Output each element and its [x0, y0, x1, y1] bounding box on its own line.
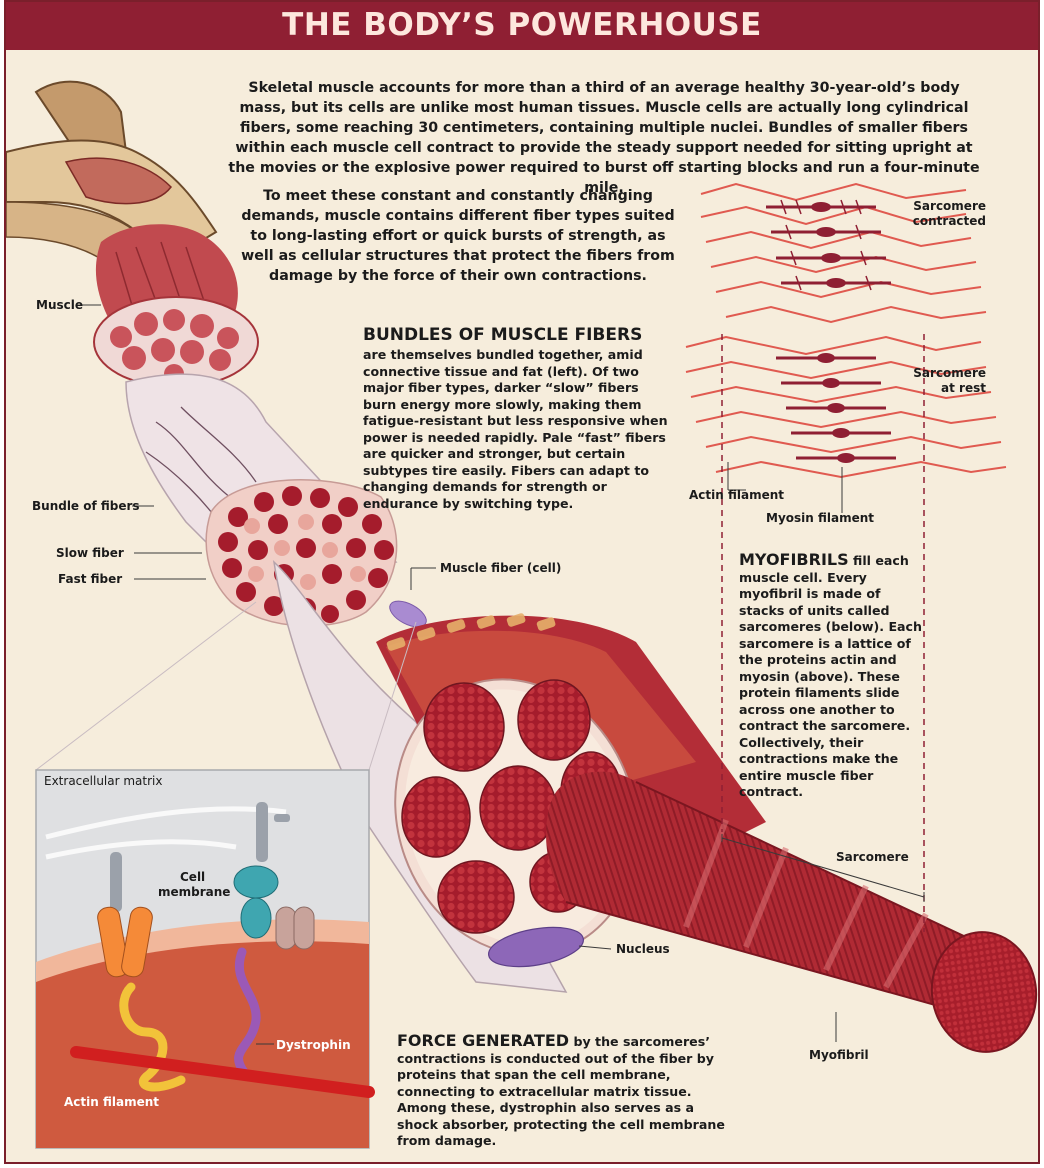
label-muscle-fiber-cell: Muscle fiber (cell): [440, 561, 562, 575]
receptor-teal: [233, 865, 279, 939]
label-nucleus: Nucleus: [616, 942, 670, 956]
yellow-linker: [119, 982, 186, 1092]
label-sarcomere-rest-1: Sarcomere: [913, 366, 986, 380]
nucleus: [488, 926, 584, 968]
sarcomere-guides: [721, 334, 925, 932]
sarcomere-contracted: [700, 182, 987, 324]
bundle-of-fibers: [205, 479, 398, 627]
bundles-body: are themselves bundled together, amid co…: [363, 347, 668, 511]
intro-paragraph-2: To meet these constant and constantly ch…: [241, 188, 675, 284]
label-bundle-of-fibers: Bundle of fibers: [32, 499, 140, 513]
myofibrils-text: MYOFIBRILS fill each muscle cell. Every …: [739, 550, 929, 801]
membrane-inset: [35, 601, 417, 1149]
myofibril-end: [930, 931, 1038, 1053]
fiber-cross-section: [394, 678, 638, 968]
force-heading: FORCE GENERATED: [397, 1031, 570, 1050]
nucleus-small: [389, 600, 427, 628]
label-fast-fiber: Fast fiber: [58, 572, 123, 586]
label-sarcomere-rest-2: at rest: [941, 381, 986, 395]
label-slow-fiber: Slow fiber: [56, 546, 124, 560]
label-muscle: Muscle: [36, 298, 83, 312]
leader-lines: [82, 304, 925, 1045]
receptor-orange: [97, 906, 153, 978]
myofibril-tube: [546, 771, 1038, 1053]
title-bar: [6, 2, 1038, 50]
dystrophin-protein: [234, 947, 261, 1077]
label-cell-membrane-2: membrane: [158, 885, 231, 899]
intro-paragraph-1: Skeletal muscle accounts for more than a…: [228, 80, 980, 196]
bundles-heading: BUNDLES OF MUSCLE FIBERS: [363, 325, 643, 345]
label-extracellular-matrix: Extracellular matrix: [44, 774, 163, 788]
label-sarcomere-contracted-1: Sarcomere: [913, 199, 986, 213]
label-actin-filament: Actin filament: [689, 488, 784, 502]
label-myofibril: Myofibril: [809, 1048, 869, 1062]
fast-fiber: [244, 514, 366, 590]
label-dystrophin: Dystrophin: [276, 1038, 351, 1052]
muscle-illustration: [6, 80, 1038, 1149]
myofibrils-body: fill each muscle cell. Every myofibril i…: [739, 553, 922, 799]
inset-actin: [70, 1046, 375, 1098]
label-myosin-filament: Myosin filament: [766, 511, 875, 525]
myofibrils-heading: MYOFIBRILS: [739, 550, 849, 569]
label-sarcomere-contracted-2: contracted: [912, 214, 986, 228]
label-inset-actin-filament: Actin filament: [64, 1095, 159, 1109]
slow-fiber: [218, 486, 394, 623]
sarcomere-at-rest: [685, 335, 1007, 479]
label-cell-membrane-1: Cell: [180, 870, 206, 884]
sarcoplasmic-reticulum: [386, 613, 556, 651]
infographic-page: THE BODY’S POWERHOUSE: [4, 0, 1040, 1164]
label-sarcomere: Sarcomere: [836, 850, 909, 864]
page-title: THE BODY’S POWERHOUSE: [282, 7, 762, 43]
receptor-gray: [110, 802, 290, 912]
force-text: FORCE GENERATED by the sarcomeres’ contr…: [397, 1031, 737, 1150]
force-body: by the sarcomeres’ contractions is condu…: [397, 1034, 725, 1148]
